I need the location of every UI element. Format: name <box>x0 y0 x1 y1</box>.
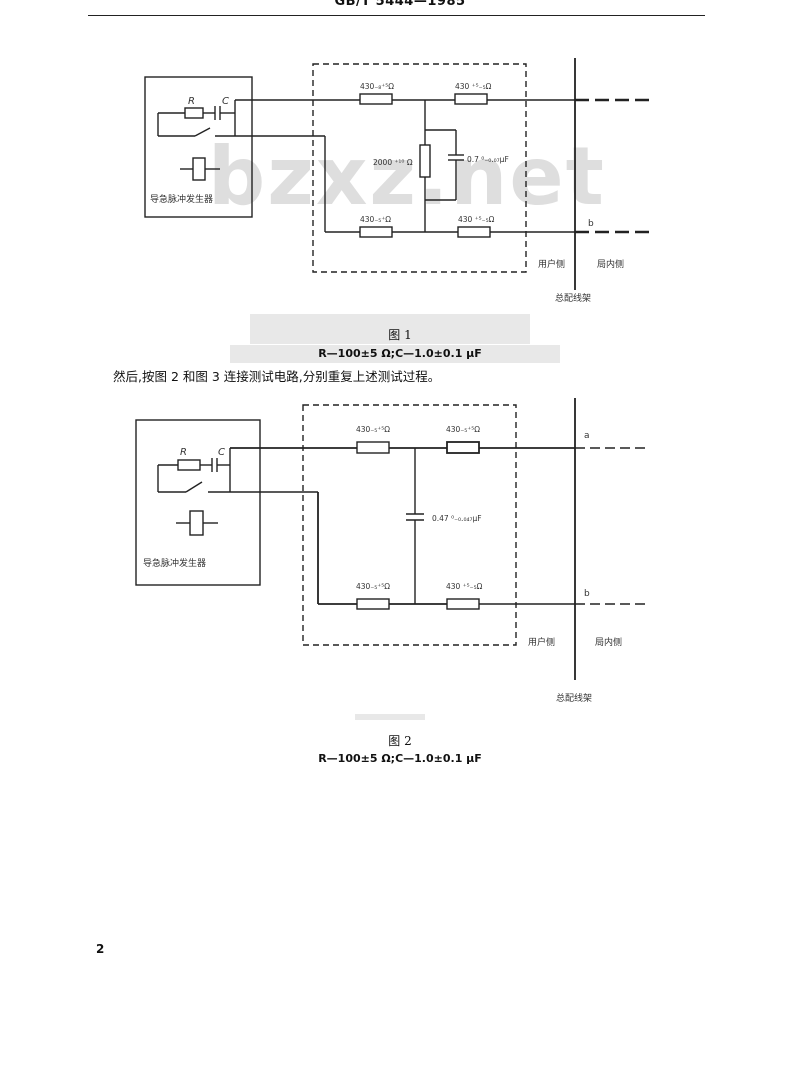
res-top-right-label: 430₋₅⁺⁵Ω <box>446 425 480 434</box>
boundary-label: 总配线架 <box>555 292 591 304</box>
cap-mid-label: 0.7 ⁰₋₀.₀₇μF <box>467 155 509 164</box>
figure-2-subcaption: R—100±5 Ω;C—1.0±0.1 μF <box>318 752 482 765</box>
line-b-label: b <box>588 219 594 229</box>
scan-smudge <box>230 345 560 363</box>
figure-1-circuit: R C 导急脉冲发生器 430₋₈⁺⁵Ω 430 ⁺⁵₋₅Ω 2000 ⁺¹⁰ … <box>144 58 650 304</box>
standard-number: GB/T 5444—1985 <box>334 0 466 9</box>
watermark: bzxz.net <box>208 130 606 223</box>
scan-smudge <box>355 714 425 720</box>
res-top-left-label: 430₋₈⁺⁵Ω <box>360 82 394 91</box>
line-b-label: b <box>584 589 590 599</box>
res-bot-right-label: 430 ⁺⁵₋₅Ω <box>458 215 495 224</box>
label-c: C <box>222 96 229 107</box>
cap-mid-label: 0.47 ⁰₋₀.₀₄₇μF <box>432 514 482 523</box>
side-user-label: 用户侧 <box>528 636 555 648</box>
body-paragraph: 然后,按图 2 和图 3 连接测试电路,分别重复上述测试过程。 <box>113 369 441 384</box>
scan-smudge <box>250 314 530 344</box>
res-bot-left-label: 430₋₅⁺Ω <box>360 215 391 224</box>
figure-2-caption: 图 2 <box>388 734 412 748</box>
side-office-label: 局内侧 <box>597 258 624 270</box>
label-r: R <box>180 447 187 458</box>
label-c: C <box>218 447 225 458</box>
figure-2-circuit: R C 导急脉冲发生器 430₋₅⁺⁵Ω 430₋₅⁺⁵Ω 0.47 ⁰₋₀.₀… <box>135 398 650 704</box>
label-r: R <box>188 96 195 107</box>
res-mid-label: 2000 ⁺¹⁰ Ω <box>373 158 413 167</box>
figure-2: R C 导急脉冲发生器 430₋₅⁺⁵Ω 430₋₅⁺⁵Ω 0.47 ⁰₋₀.₀… <box>0 390 800 720</box>
page-number: 2 <box>96 942 105 956</box>
side-user-label: 用户侧 <box>538 258 565 270</box>
generator-box <box>135 419 261 586</box>
boundary-label: 总配线架 <box>556 692 592 704</box>
line-a-label: a <box>584 431 590 441</box>
figure-1-caption: 图 1 <box>388 328 412 342</box>
res-bot-left-label: 430₋₅⁺⁵Ω <box>356 582 390 591</box>
generator-label: 导急脉冲发生器 <box>143 557 206 569</box>
generator-box <box>144 76 253 218</box>
side-office-label: 局内侧 <box>595 636 622 648</box>
res-top-left-label: 430₋₅⁺⁵Ω <box>356 425 390 434</box>
generator-label: 导急脉冲发生器 <box>150 193 213 205</box>
res-top-right-label: 430 ⁺⁵₋₅Ω <box>455 82 492 91</box>
figure-1-subcaption: R—100±5 Ω;C—1.0±0.1 μF <box>318 347 482 360</box>
page-header: GB/T 5444—1985 <box>0 0 800 20</box>
header-rule <box>88 15 705 16</box>
figure-1: R C 导急脉冲发生器 430₋₈⁺⁵Ω 430 ⁺⁵₋₅Ω 2000 ⁺¹⁰ … <box>0 0 800 320</box>
res-bot-right-label: 430 ⁺⁵₋₅Ω <box>446 582 483 591</box>
